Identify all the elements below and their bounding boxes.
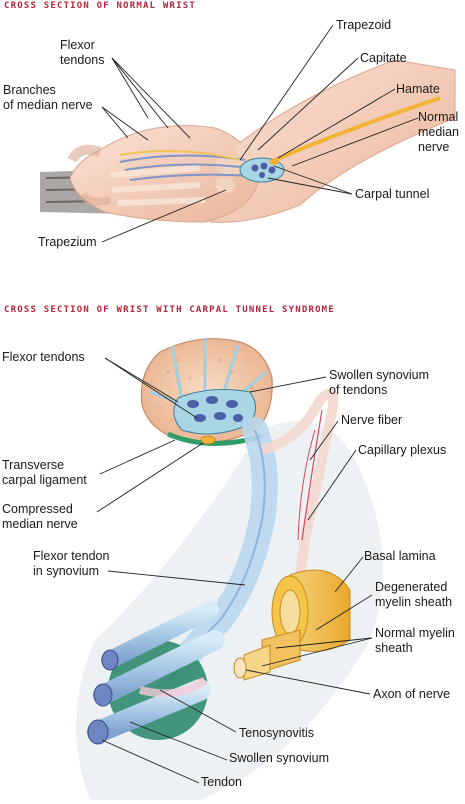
label-tendon: Tendon [201,775,243,789]
label-swollen-synovium-tendons-2: of tendons [329,383,388,397]
label-normal-myelin-sheath-2: sheath [375,641,413,655]
label-basal-lamina: Basal lamina [364,549,436,563]
label-tenosynovitis: Tenosynovitis [239,726,315,740]
label-capillary-plexus: Capillary plexus [358,443,447,457]
label-flexor-tendon-in-synovium: Flexor tendon [33,549,110,563]
label-flexor-tendon-in-synovium-2: in synovium [33,564,99,578]
label-transverse-carpal-ligament-2: carpal ligament [2,473,87,487]
tendon-bundle [87,601,225,745]
label-axon-of-nerve: Axon of nerve [373,687,451,701]
label-capitate: Capitate [360,51,407,65]
syndrome-wrist-drawing [76,338,383,800]
label-compressed-median-nerve: Compressed [2,502,73,516]
label-flexor-tendons-top: Flexor [60,38,95,52]
label-nerve-fiber: Nerve fiber [341,413,403,427]
label-hamate: Hamate [396,82,440,96]
label-trapezium: Trapezium [38,235,97,249]
label-normal-median-nerve-3: nerve [418,140,450,154]
label-branches-median-nerve-2: of median nerve [3,98,93,112]
myelin-sheath-drawing [233,569,351,681]
label-swollen-synovium-tendons: Swollen synovium [329,368,430,382]
label-swollen-synovium: Swollen synovium [229,751,330,765]
label-carpal-tunnel: Carpal tunnel [355,187,430,201]
label-normal-median-nerve-2: median [418,125,459,139]
label-branches-median-nerve: Branches [3,83,56,97]
label-compressed-median-nerve-2: median nerve [2,517,78,531]
syndrome-wrist-heading: CROSS SECTION OF WRIST WITH CARPAL TUNNE… [4,305,335,315]
normal-wrist-heading: CROSS SECTION OF NORMAL WRIST [4,1,196,11]
label-flexor-tendons-top-2: tendons [60,53,105,67]
normal-wrist-drawing [40,24,456,243]
label-normal-myelin-sheath: Normal myelin [375,626,455,640]
label-degenerated-myelin-sheath-2: myelin sheath [375,595,453,609]
label-normal-median-nerve: Normal [418,110,459,124]
label-degenerated-myelin-sheath: Degenerated [375,580,448,594]
label-flexor-tendons: Flexor tendons [2,350,85,364]
label-transverse-carpal-ligament: Transverse [2,458,65,472]
label-trapezoid: Trapezoid [336,18,392,32]
